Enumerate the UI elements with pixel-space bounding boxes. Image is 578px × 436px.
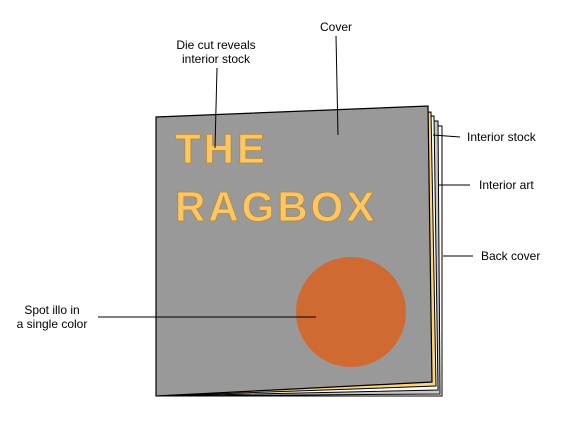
label-die-cut-line2: interior stock	[181, 52, 251, 66]
label-interior-art: Interior art	[479, 178, 534, 192]
leader-interior-stock	[432, 134, 461, 138]
label-cover: Cover	[319, 20, 352, 34]
cover-title-line1: THE	[175, 125, 268, 172]
spot-illo-circle	[296, 257, 406, 367]
label-die-cut: Die cut reveals interior stock	[160, 38, 272, 66]
label-spot-illo-line2: a single color	[16, 317, 88, 331]
label-die-cut-line1: Die cut reveals	[176, 38, 256, 52]
label-spot-illo: Spot illo in a single color	[6, 303, 98, 331]
label-interior-stock: Interior stock	[467, 130, 536, 144]
cover-title-line2: RAGBOX	[175, 183, 377, 230]
label-back-cover: Back cover	[481, 249, 541, 263]
leader-cover	[335, 35, 339, 136]
label-spot-illo-line1: Spot illo in	[24, 303, 80, 317]
leader-die-cut	[214, 67, 218, 149]
